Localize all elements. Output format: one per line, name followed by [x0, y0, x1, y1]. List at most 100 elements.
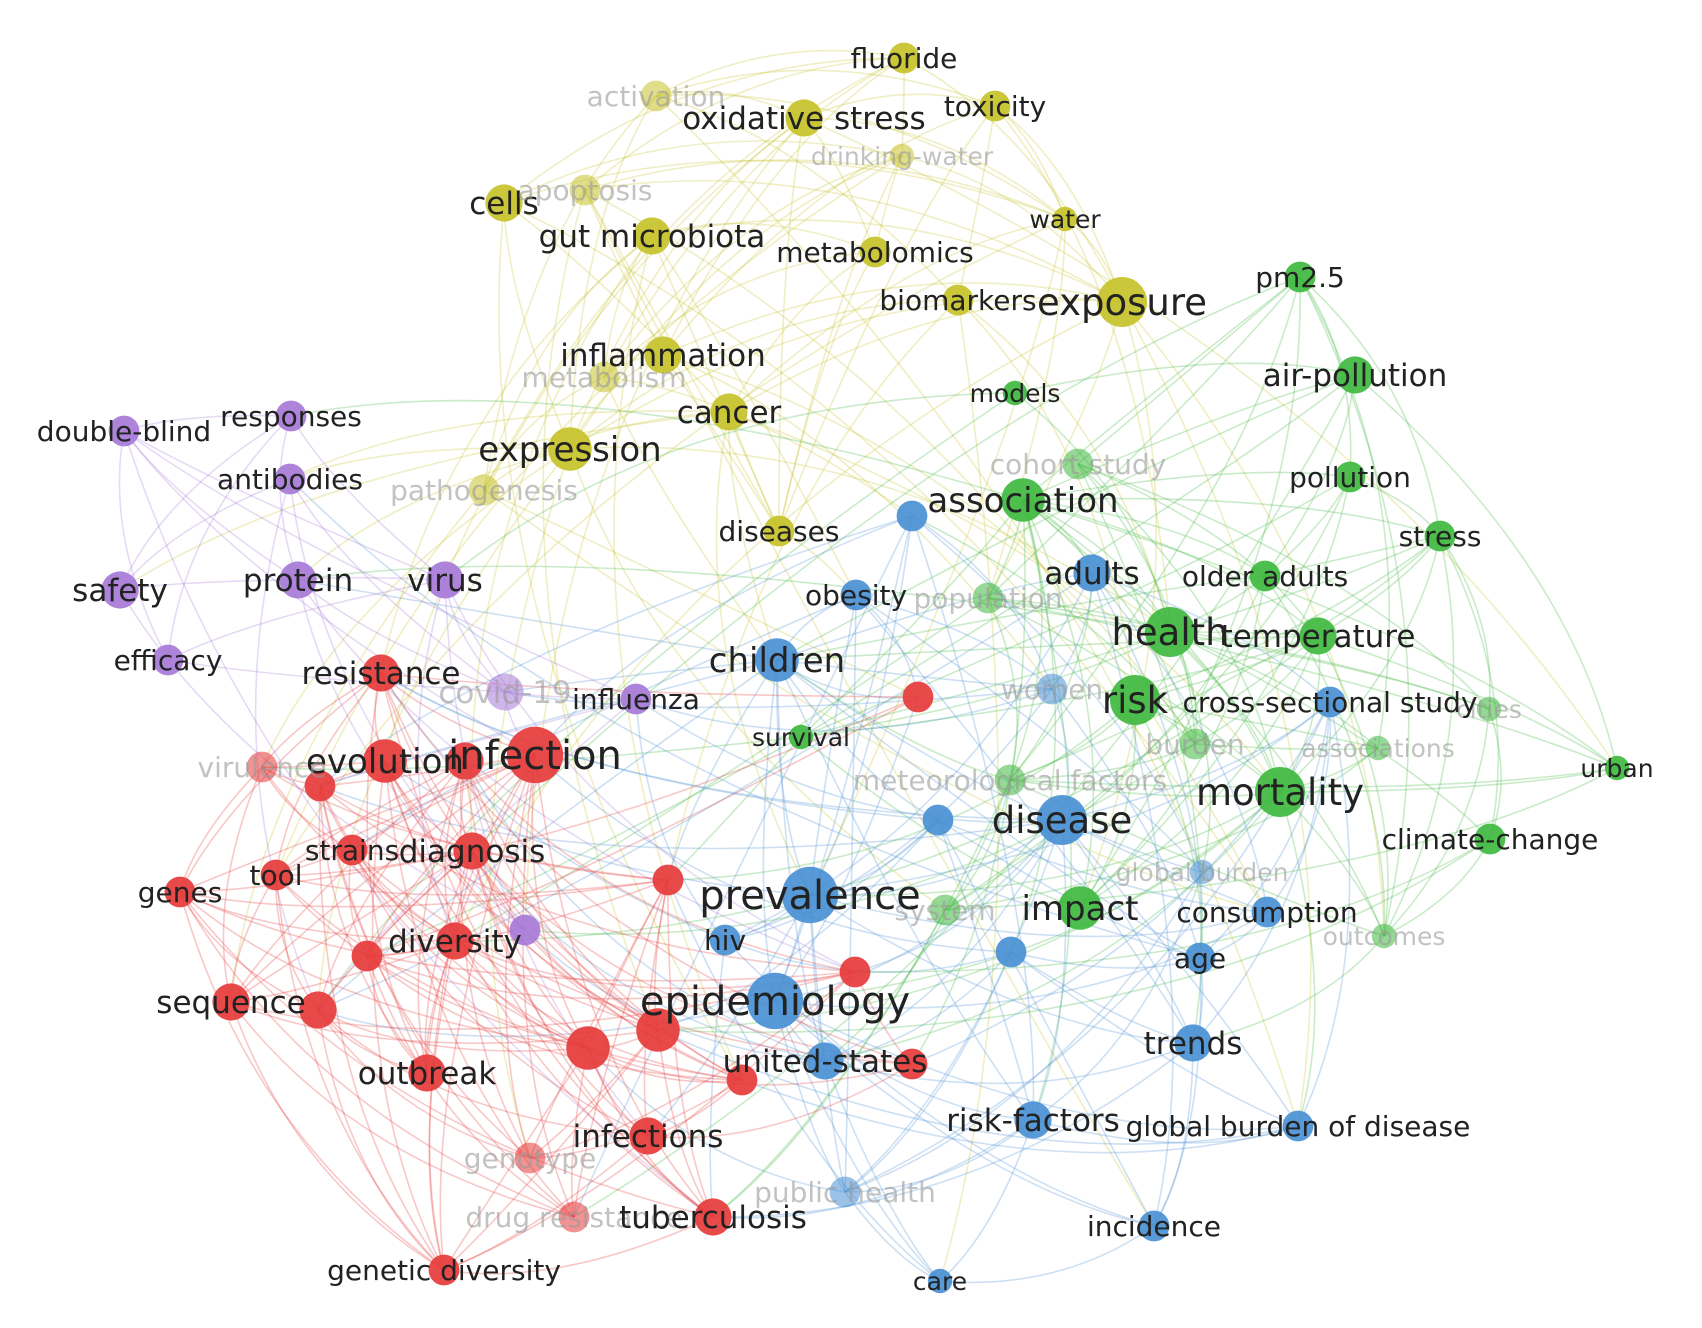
- node-apoptosis[interactable]: [569, 174, 601, 206]
- node-r-unl-6[interactable]: [896, 1048, 928, 1080]
- node-r-unl-8[interactable]: [351, 940, 383, 972]
- node-trends[interactable]: [1174, 1024, 1212, 1062]
- node-diagnosis[interactable]: [453, 832, 491, 870]
- node-r-unl-9[interactable]: [299, 991, 337, 1029]
- node-air-pollution[interactable]: [1336, 356, 1374, 394]
- node-metabolism[interactable]: [588, 361, 620, 393]
- node-diseases[interactable]: [763, 515, 795, 547]
- node-water[interactable]: [1052, 206, 1078, 232]
- node-drug-resistance[interactable]: [558, 1201, 590, 1233]
- node-genotype[interactable]: [514, 1142, 546, 1174]
- node-metabolomics[interactable]: [859, 236, 891, 268]
- node-associations[interactable]: [1365, 735, 1391, 761]
- node-consumption[interactable]: [1251, 896, 1283, 928]
- node-genes[interactable]: [164, 876, 196, 908]
- node-drinking-water[interactable]: [889, 143, 915, 169]
- node-fluoride[interactable]: [888, 42, 920, 74]
- node-oxidative-stress[interactable]: [785, 99, 823, 137]
- node-genetic-diversity[interactable]: [428, 1254, 460, 1286]
- node-tuberculosis[interactable]: [694, 1198, 732, 1236]
- node-cancer[interactable]: [710, 393, 748, 431]
- node-r-unl-2[interactable]: [566, 1026, 610, 1070]
- node-pm25[interactable]: [1284, 261, 1316, 293]
- node-risk-factors[interactable]: [1014, 1101, 1052, 1139]
- node-disease[interactable]: [1037, 795, 1087, 845]
- node-impact[interactable]: [1058, 886, 1102, 930]
- node-hiv[interactable]: [709, 924, 741, 956]
- node-association[interactable]: [1001, 478, 1045, 522]
- node-diversity[interactable]: [436, 922, 474, 960]
- node-children[interactable]: [755, 638, 799, 682]
- node-pathogenesis[interactable]: [468, 474, 500, 506]
- node-cohort-study[interactable]: [1062, 448, 1094, 480]
- node-system[interactable]: [929, 894, 961, 926]
- node-influenza[interactable]: [620, 683, 652, 715]
- node-cross-sectional-study[interactable]: [1314, 686, 1346, 718]
- node-adults[interactable]: [1073, 554, 1111, 592]
- node-obesity[interactable]: [840, 579, 872, 611]
- node-exposure[interactable]: [1097, 277, 1147, 327]
- node-antibodies[interactable]: [274, 463, 306, 495]
- node-outcomes[interactable]: [1371, 923, 1397, 949]
- node-infections[interactable]: [629, 1117, 667, 1155]
- node-r-unl-11[interactable]: [304, 770, 336, 802]
- node-r-unl-7[interactable]: [726, 1064, 758, 1096]
- node-infection[interactable]: [506, 726, 564, 784]
- node-responses[interactable]: [275, 400, 307, 432]
- node-stress[interactable]: [1424, 520, 1456, 552]
- node-r-unl-4[interactable]: [652, 864, 684, 896]
- node-women[interactable]: [1036, 673, 1068, 705]
- node-global-burden[interactable]: [1189, 859, 1215, 885]
- node-epidemiology[interactable]: [746, 972, 804, 1030]
- node-toxicity[interactable]: [979, 90, 1011, 122]
- node-temperature[interactable]: [1299, 617, 1337, 655]
- node-safety[interactable]: [101, 571, 139, 609]
- node-pollution[interactable]: [1334, 461, 1366, 493]
- node-efficacy[interactable]: [152, 644, 184, 676]
- node-public-health[interactable]: [829, 1176, 861, 1208]
- node-cities[interactable]: [1476, 696, 1502, 722]
- node-resistance[interactable]: [362, 654, 400, 692]
- node-r-unl-3[interactable]: [902, 681, 934, 713]
- node-virulence[interactable]: [246, 751, 278, 783]
- node-covid-19[interactable]: [486, 673, 524, 711]
- node-tool[interactable]: [260, 859, 292, 891]
- node-models[interactable]: [1002, 380, 1028, 406]
- node-strains[interactable]: [336, 834, 368, 866]
- node-age[interactable]: [1184, 942, 1216, 974]
- node-united-states[interactable]: [806, 1042, 844, 1080]
- node-sequence[interactable]: [212, 983, 250, 1021]
- node-r-unl-10[interactable]: [446, 742, 484, 780]
- node-urban[interactable]: [1604, 755, 1630, 781]
- node-meteorological-factors[interactable]: [994, 764, 1026, 796]
- node-double-blind[interactable]: [108, 415, 140, 447]
- node-care[interactable]: [927, 1268, 953, 1294]
- node-older-adults[interactable]: [1249, 560, 1281, 592]
- node-cells[interactable]: [485, 184, 523, 222]
- node-global-burden-of-disease[interactable]: [1282, 1110, 1314, 1142]
- node-health[interactable]: [1145, 607, 1195, 657]
- node-b-unl-3[interactable]: [995, 936, 1027, 968]
- node-burden[interactable]: [1179, 728, 1211, 760]
- node-biomarkers[interactable]: [942, 284, 974, 316]
- node-gut-microbiota[interactable]: [633, 217, 671, 255]
- node-activation[interactable]: [640, 80, 672, 112]
- node-b-unl-1[interactable]: [896, 500, 928, 532]
- node-virus[interactable]: [426, 561, 464, 599]
- node-expression[interactable]: [548, 427, 592, 471]
- node-prevalence[interactable]: [781, 866, 839, 924]
- node-b-unl-2[interactable]: [922, 804, 954, 836]
- node-p-unl-1[interactable]: [509, 914, 541, 946]
- node-climate-change[interactable]: [1474, 823, 1506, 855]
- node-protein[interactable]: [279, 561, 317, 599]
- node-outbreak[interactable]: [408, 1054, 446, 1092]
- node-population[interactable]: [972, 582, 1004, 614]
- node-r-unl-1[interactable]: [636, 1008, 680, 1052]
- node-inflammation[interactable]: [644, 336, 682, 374]
- node-incidence[interactable]: [1138, 1210, 1170, 1242]
- node-survival[interactable]: [788, 724, 814, 750]
- node-risk[interactable]: [1110, 675, 1160, 725]
- node-evolution[interactable]: [363, 739, 407, 783]
- node-mortality[interactable]: [1255, 767, 1305, 817]
- node-r-unl-5[interactable]: [839, 956, 871, 988]
